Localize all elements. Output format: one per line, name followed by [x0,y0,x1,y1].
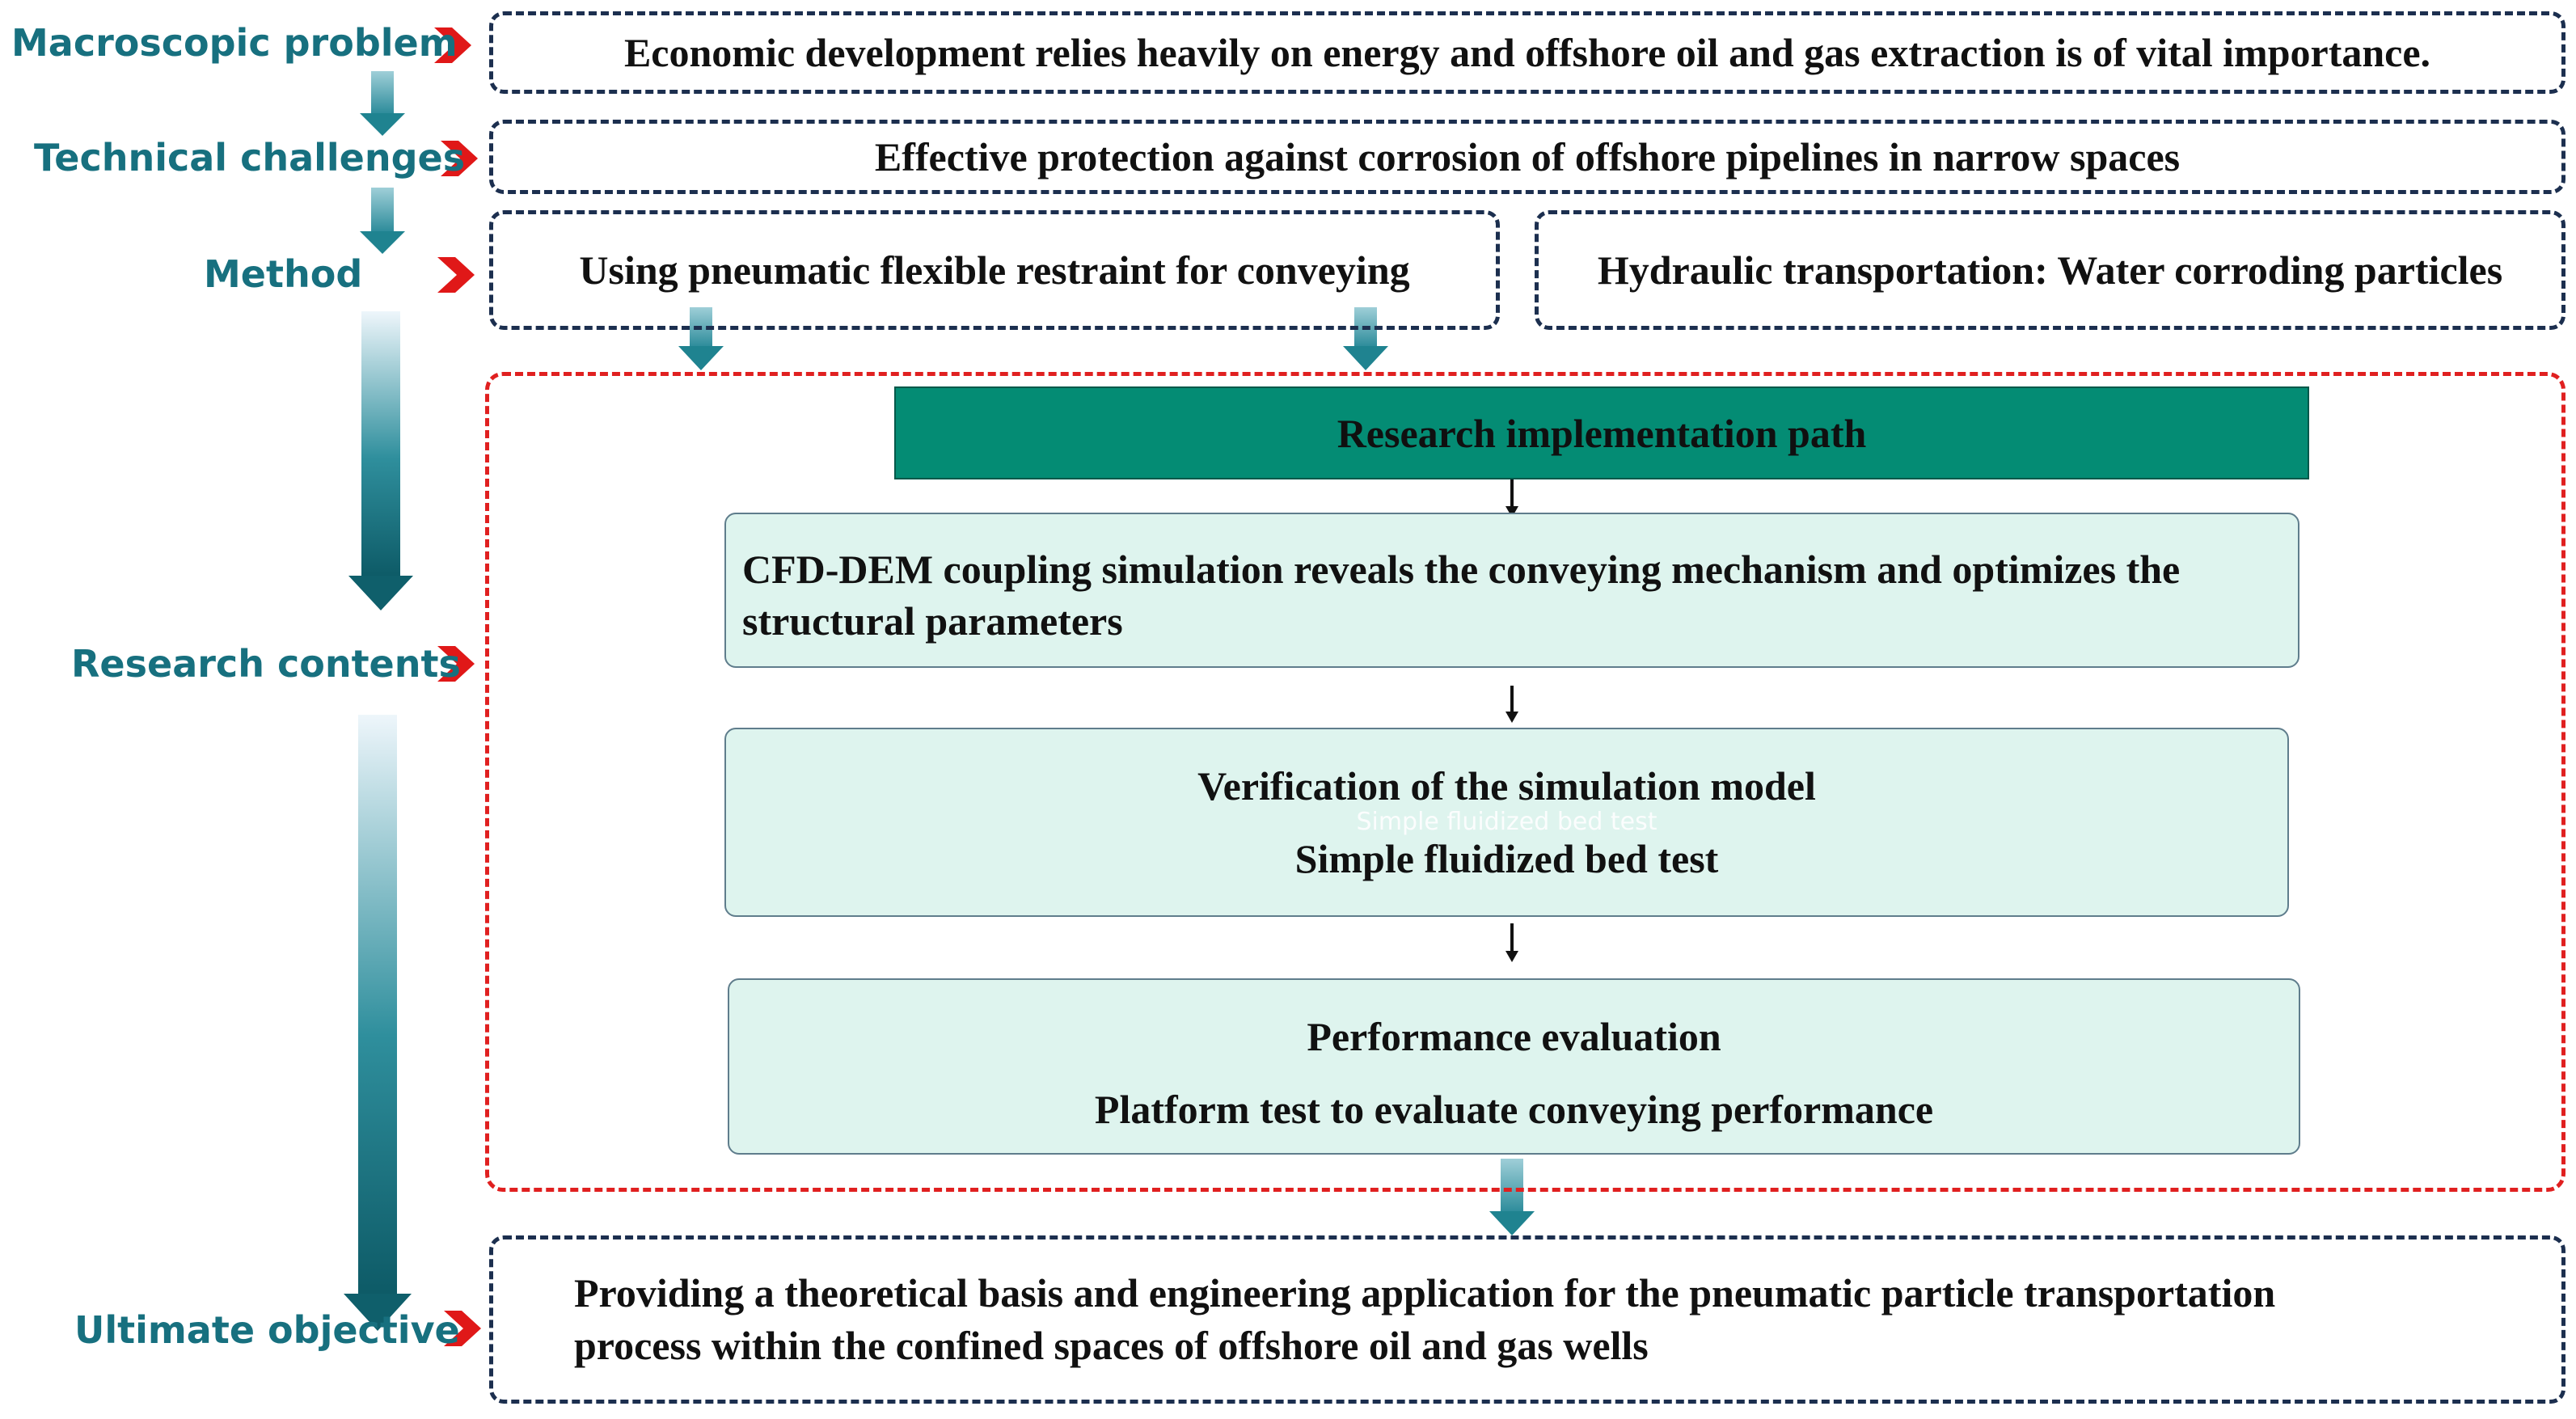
ultimate-objective-box: Providing a theoretical basis and engine… [489,1235,2565,1404]
step-2-line-2: Simple fluidized bed test [1294,836,1719,881]
step-3-line-1: Performance evaluation [1307,1014,1721,1059]
chevron-5 [444,1311,481,1346]
technical-challenges-box: Effective protection against corrosion o… [489,120,2565,194]
research-contents-frame [485,372,2565,1192]
objective-line-2: process within the confined spaces of of… [574,1323,1649,1368]
step-1-line-1: CFD-DEM coupling simulation reveals the … [742,547,2181,592]
step-performance: Performance evaluation Platform test to … [728,978,2300,1155]
chevron-3 [437,257,475,293]
step-2-ghost-text: Simple fluidized bed test [1356,808,1658,836]
chevron-1 [434,27,471,63]
method-hydraulic-box: Hydraulic transportation: Water corrodin… [1535,210,2565,330]
step-2-line-1: Verification of the simulation model [1197,763,1816,809]
label-macroscopic-problem: Macroscopic problem [11,21,458,65]
left-arrow-4 [344,715,412,1331]
step-verification: Verification of the simulation model Sim… [724,728,2289,917]
label-ultimate-objective: Ultimate objective [74,1308,460,1352]
step-3-line-2: Platform test to evaluate conveying perf… [1094,1087,1934,1132]
step-1-line-2: structural parameters [742,598,1123,644]
method-pneumatic-box: Using pneumatic flexible restraint for c… [489,210,1500,330]
chevron-4 [437,646,475,682]
research-path-header: Research implementation path [894,386,2309,479]
left-arrow-2 [360,188,405,254]
chevron-2 [441,141,478,176]
label-method: Method [204,252,363,296]
step-connectors [1505,479,1518,962]
left-arrow-1 [360,71,405,136]
chevrons [434,27,481,1346]
objective-arrow [1489,1159,1535,1235]
left-arrow-3 [348,311,413,610]
objective-line-1: Providing a theoretical basis and engine… [574,1270,2276,1316]
label-technical-challenges: Technical challenges [34,136,466,179]
step-cfd-dem: CFD-DEM coupling simulation reveals the … [724,513,2299,668]
label-research-contents: Research contents [71,642,461,686]
macroscopic-problem-box: Economic development relies heavily on e… [489,11,2565,94]
